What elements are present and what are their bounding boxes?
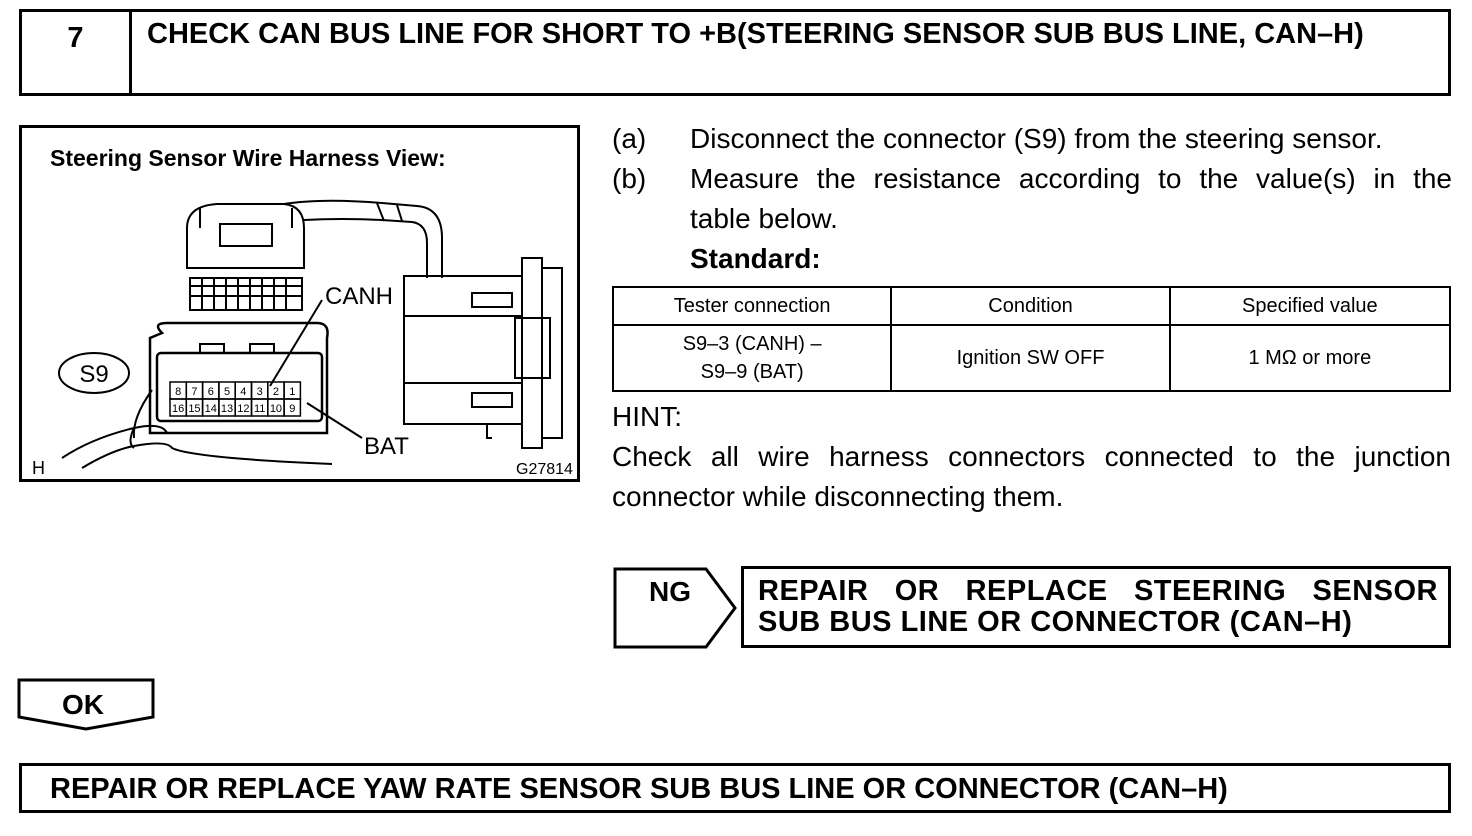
ok-label: OK	[62, 689, 104, 720]
step-a-text: Disconnect the connector (S9) from the s…	[690, 123, 1383, 154]
pin-number: 4	[240, 386, 246, 398]
step-a-letter: (a)	[612, 123, 647, 154]
pin-number: 16	[172, 403, 184, 415]
condition-cell: Ignition SW OFF	[890, 324, 1171, 392]
pin-number: 2	[273, 386, 279, 398]
tester-connection-cell: S9–3 (CANH) – S9–9 (BAT)	[611, 324, 893, 392]
pin-number: 13	[221, 403, 233, 415]
table-header-row: Tester connection Condition Specified va…	[611, 286, 1452, 326]
pin-number: 14	[205, 403, 217, 415]
wire-harness-figure: Steering Sensor Wire Harness View:	[19, 125, 580, 482]
connector-id-oval	[58, 352, 130, 394]
ng-result-line: REPAIR OR REPLACE STEERING SENSOR	[758, 575, 1438, 607]
step-b-text-continued: table below.	[690, 203, 838, 234]
step-title: CHECK CAN BUS LINE FOR SHORT TO +B(STEER…	[147, 18, 1364, 50]
table-header: Specified value	[1168, 286, 1452, 326]
pin-number: 5	[224, 386, 230, 398]
connector-side-view	[403, 257, 563, 449]
step-header: 7 CHECK CAN BUS LINE FOR SHORT TO +B(STE…	[19, 9, 1451, 96]
step-b-text: Measure the resistance according to the …	[690, 163, 1452, 194]
side-mark: H	[32, 458, 45, 478]
step-number: 7	[22, 12, 132, 93]
pin-number: 11	[254, 403, 265, 415]
figure-code: G27814	[516, 461, 573, 478]
wire-bundle	[61, 389, 333, 469]
tester-connection-line: S9–3 (CANH) –	[682, 333, 822, 355]
pin-number: 9	[289, 403, 295, 415]
spec-table: Tester connection Condition Specified va…	[611, 286, 1452, 392]
connector-plug	[186, 199, 443, 311]
pin-number: 6	[208, 386, 214, 398]
pin-number: 3	[257, 386, 263, 398]
bat-leader-line	[306, 402, 363, 439]
pin-number: 15	[188, 403, 200, 415]
canh-label: CANH	[325, 283, 393, 310]
pin-number: 12	[237, 403, 249, 415]
connector-face	[148, 321, 329, 435]
pin-number: 7	[191, 386, 197, 398]
connector-id-label: S9	[79, 361, 108, 388]
connector-diagram: Steering Sensor Wire Harness View:	[32, 145, 573, 478]
ng-label: NG	[649, 576, 691, 607]
final-action-box: REPAIR OR REPLACE YAW RATE SENSOR SUB BU…	[19, 763, 1451, 813]
pin-cell	[283, 398, 302, 417]
ng-result-line: SUB BUS LINE OR CONNECTOR (CAN–H)	[758, 606, 1353, 638]
pin-number: 10	[270, 403, 282, 415]
ng-result-box: REPAIR OR REPLACE STEERING SENSOR SUB BU…	[741, 566, 1451, 648]
ng-arrow: NG	[613, 567, 737, 649]
table-row: S9–3 (CANH) – S9–9 (BAT) Ignition SW OFF…	[611, 324, 1452, 392]
figure-title: Steering Sensor Wire Harness View:	[50, 145, 446, 171]
canh-leader-line	[269, 299, 323, 387]
pin-number: 8	[175, 386, 181, 398]
standard-label: Standard:	[690, 243, 821, 274]
ng-result-text: REPAIR OR REPLACE STEERING SENSOR SUB BU…	[758, 576, 1438, 638]
table-header: Tester connection	[611, 286, 893, 326]
hint-label: HINT:	[612, 401, 682, 432]
hint-text: Check all wire harness connectors connec…	[612, 441, 1451, 512]
specified-value-cell: 1 MΩ or more	[1168, 324, 1452, 392]
pin-number: 1	[289, 386, 295, 398]
ok-arrow: OK	[17, 678, 155, 731]
bat-label: BAT	[364, 433, 409, 460]
table-header: Condition	[890, 286, 1171, 326]
tester-connection-line: S9–9 (BAT)	[700, 361, 804, 383]
final-action-text: REPAIR OR REPLACE YAW RATE SENSOR SUB BU…	[50, 773, 1228, 805]
step-b-letter: (b)	[612, 163, 647, 194]
